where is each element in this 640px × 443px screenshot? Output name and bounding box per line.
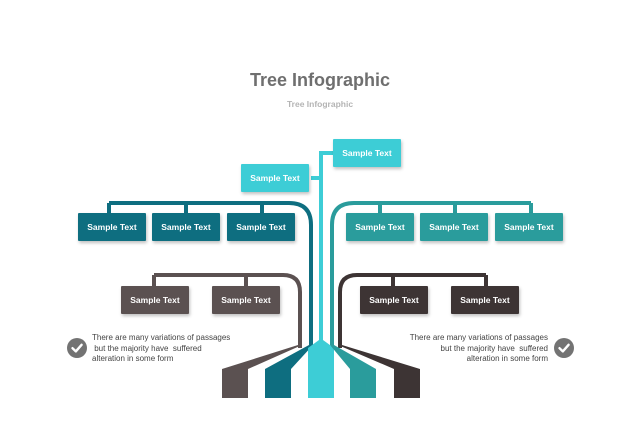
root-gray xyxy=(222,345,302,398)
connector-gray xyxy=(152,273,302,348)
connector-teal xyxy=(330,201,533,345)
check-circle-icon xyxy=(554,338,574,358)
right-upper-box-2: Sample Text xyxy=(420,213,488,241)
check-circle-icon xyxy=(67,338,87,358)
root-navy xyxy=(265,345,313,398)
connector-dark xyxy=(338,273,488,348)
top-left-box: Sample Text xyxy=(241,164,309,192)
left-lower-box-2: Sample Text xyxy=(212,286,280,314)
right-lower-box-2: Sample Text xyxy=(451,286,519,314)
left-lower-box-1: Sample Text xyxy=(121,286,189,314)
left-upper-box-1: Sample Text xyxy=(78,213,146,241)
left-note-text: There are many variations of passages bu… xyxy=(92,333,231,363)
right-note-text: There are many variations of passages bu… xyxy=(409,333,548,363)
root-teal xyxy=(330,345,376,398)
left-upper-box-3: Sample Text xyxy=(227,213,295,241)
connector-navy xyxy=(107,201,313,345)
connector-cyan xyxy=(311,151,333,340)
page-title: Tree Infographic xyxy=(249,70,391,90)
right-lower-box-1: Sample Text xyxy=(360,286,428,314)
left-upper-box-2: Sample Text xyxy=(152,213,220,241)
right-upper-box-3: Sample Text xyxy=(495,213,563,241)
top-right-box: Sample Text xyxy=(333,139,401,167)
root-dark xyxy=(338,345,420,398)
page-subtitle: Tree Infographic xyxy=(286,99,354,109)
right-upper-box-1: Sample Text xyxy=(346,213,414,241)
root-cyan xyxy=(308,340,334,398)
